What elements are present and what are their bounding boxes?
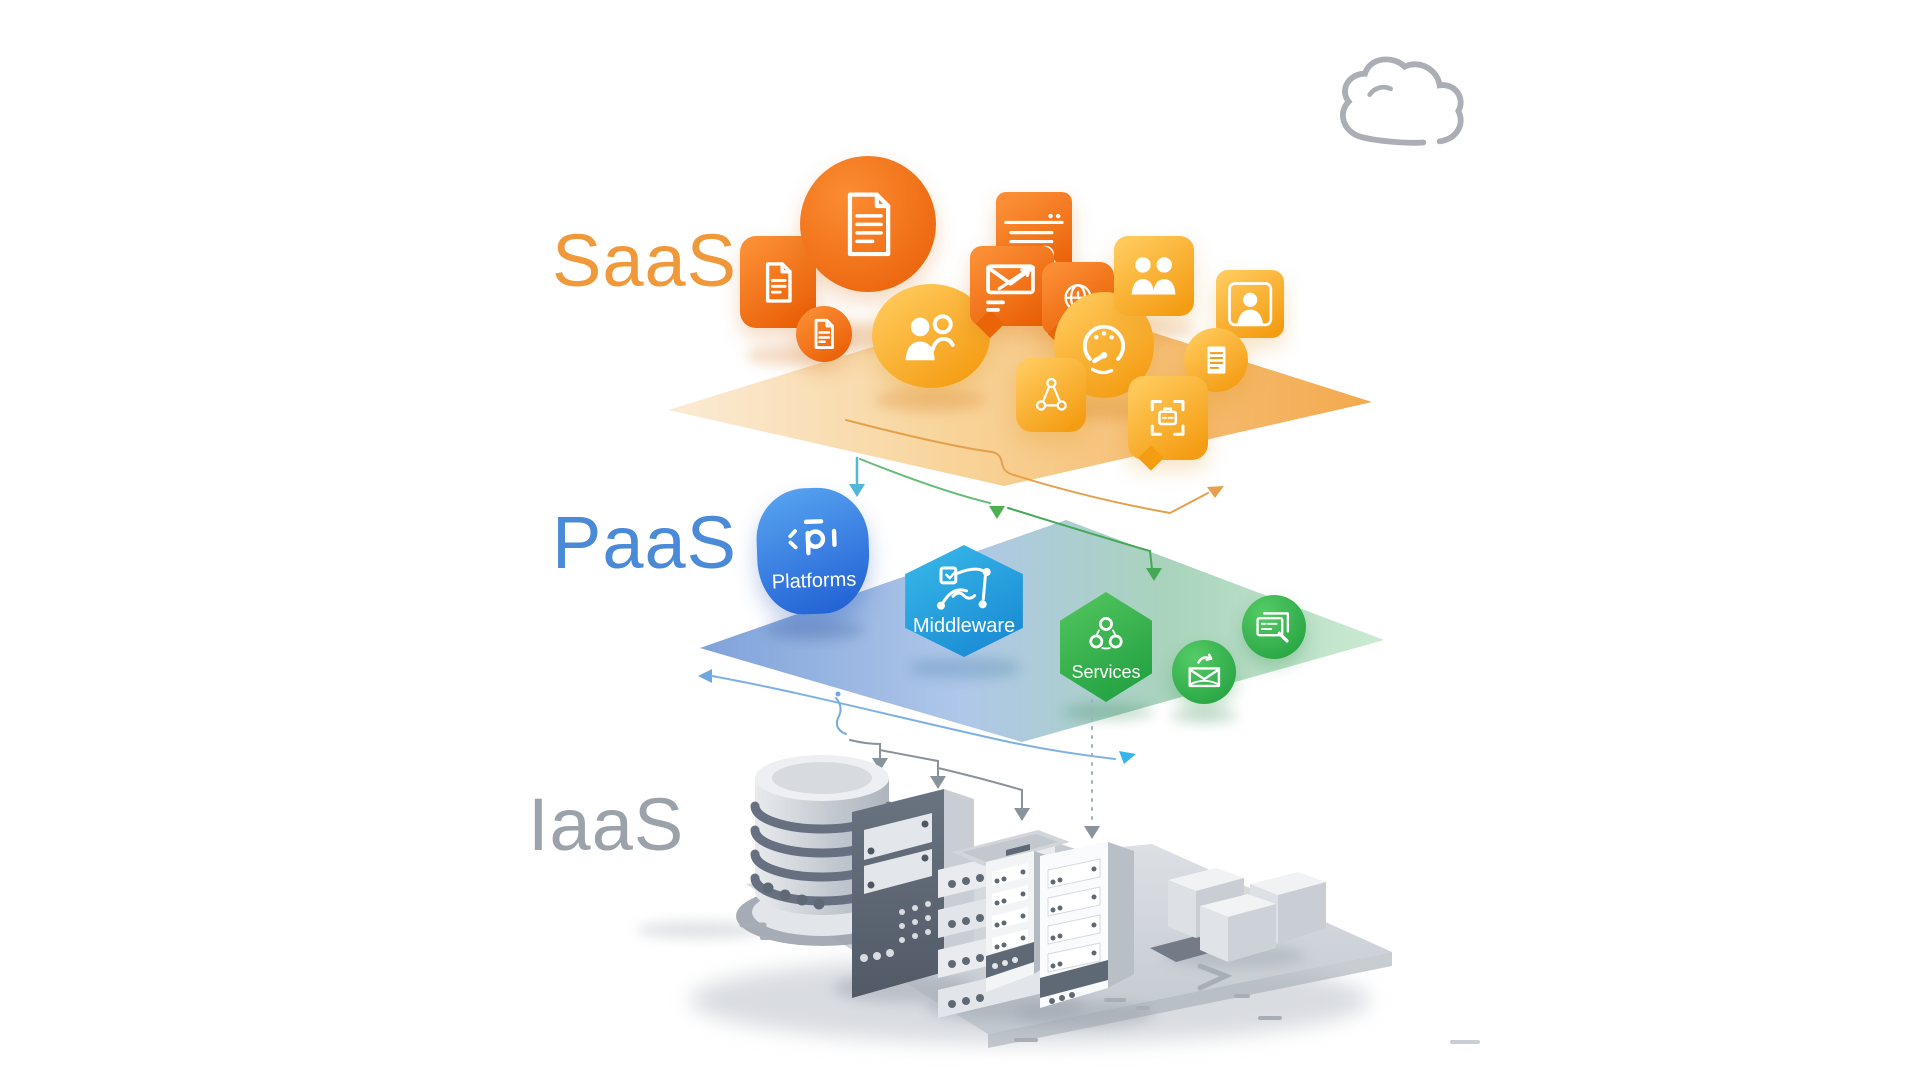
middleware-flowchart-icon <box>937 566 991 610</box>
mail-sync-circle-icon <box>1172 640 1236 704</box>
document-circle-small-icon <box>796 306 852 362</box>
email-send-icon <box>970 246 1054 326</box>
platforms-logo-icon <box>788 519 837 556</box>
document-circle-large-icon <box>800 156 936 292</box>
saas-label: SaaS <box>552 219 738 302</box>
frame-scanner-icon <box>1128 376 1208 460</box>
screens-search-circle-icon <box>1242 595 1306 659</box>
cloud-icon <box>1330 48 1470 160</box>
document-badge-icon <box>740 236 816 328</box>
services-label: Services <box>1071 661 1141 682</box>
paas-platforms-item: Platforms <box>754 486 872 616</box>
share-network-icon <box>1016 358 1086 432</box>
server-cabinet-large <box>1040 842 1134 1008</box>
paas-iaas-arrows <box>698 669 1136 839</box>
services-cycle-icon <box>1089 617 1123 650</box>
iaas-label: IaaS <box>528 783 685 866</box>
paas-label: PaaS <box>552 501 738 584</box>
middleware-label: Middleware <box>912 615 1016 638</box>
ground-dashes <box>739 922 1480 1044</box>
saas-paas-arrows <box>845 419 1224 581</box>
user-photo-card-icon <box>1216 270 1284 338</box>
platforms-label: Platforms <box>771 568 857 594</box>
team-users-icon <box>1114 236 1194 316</box>
storage-cubes <box>1150 868 1326 962</box>
